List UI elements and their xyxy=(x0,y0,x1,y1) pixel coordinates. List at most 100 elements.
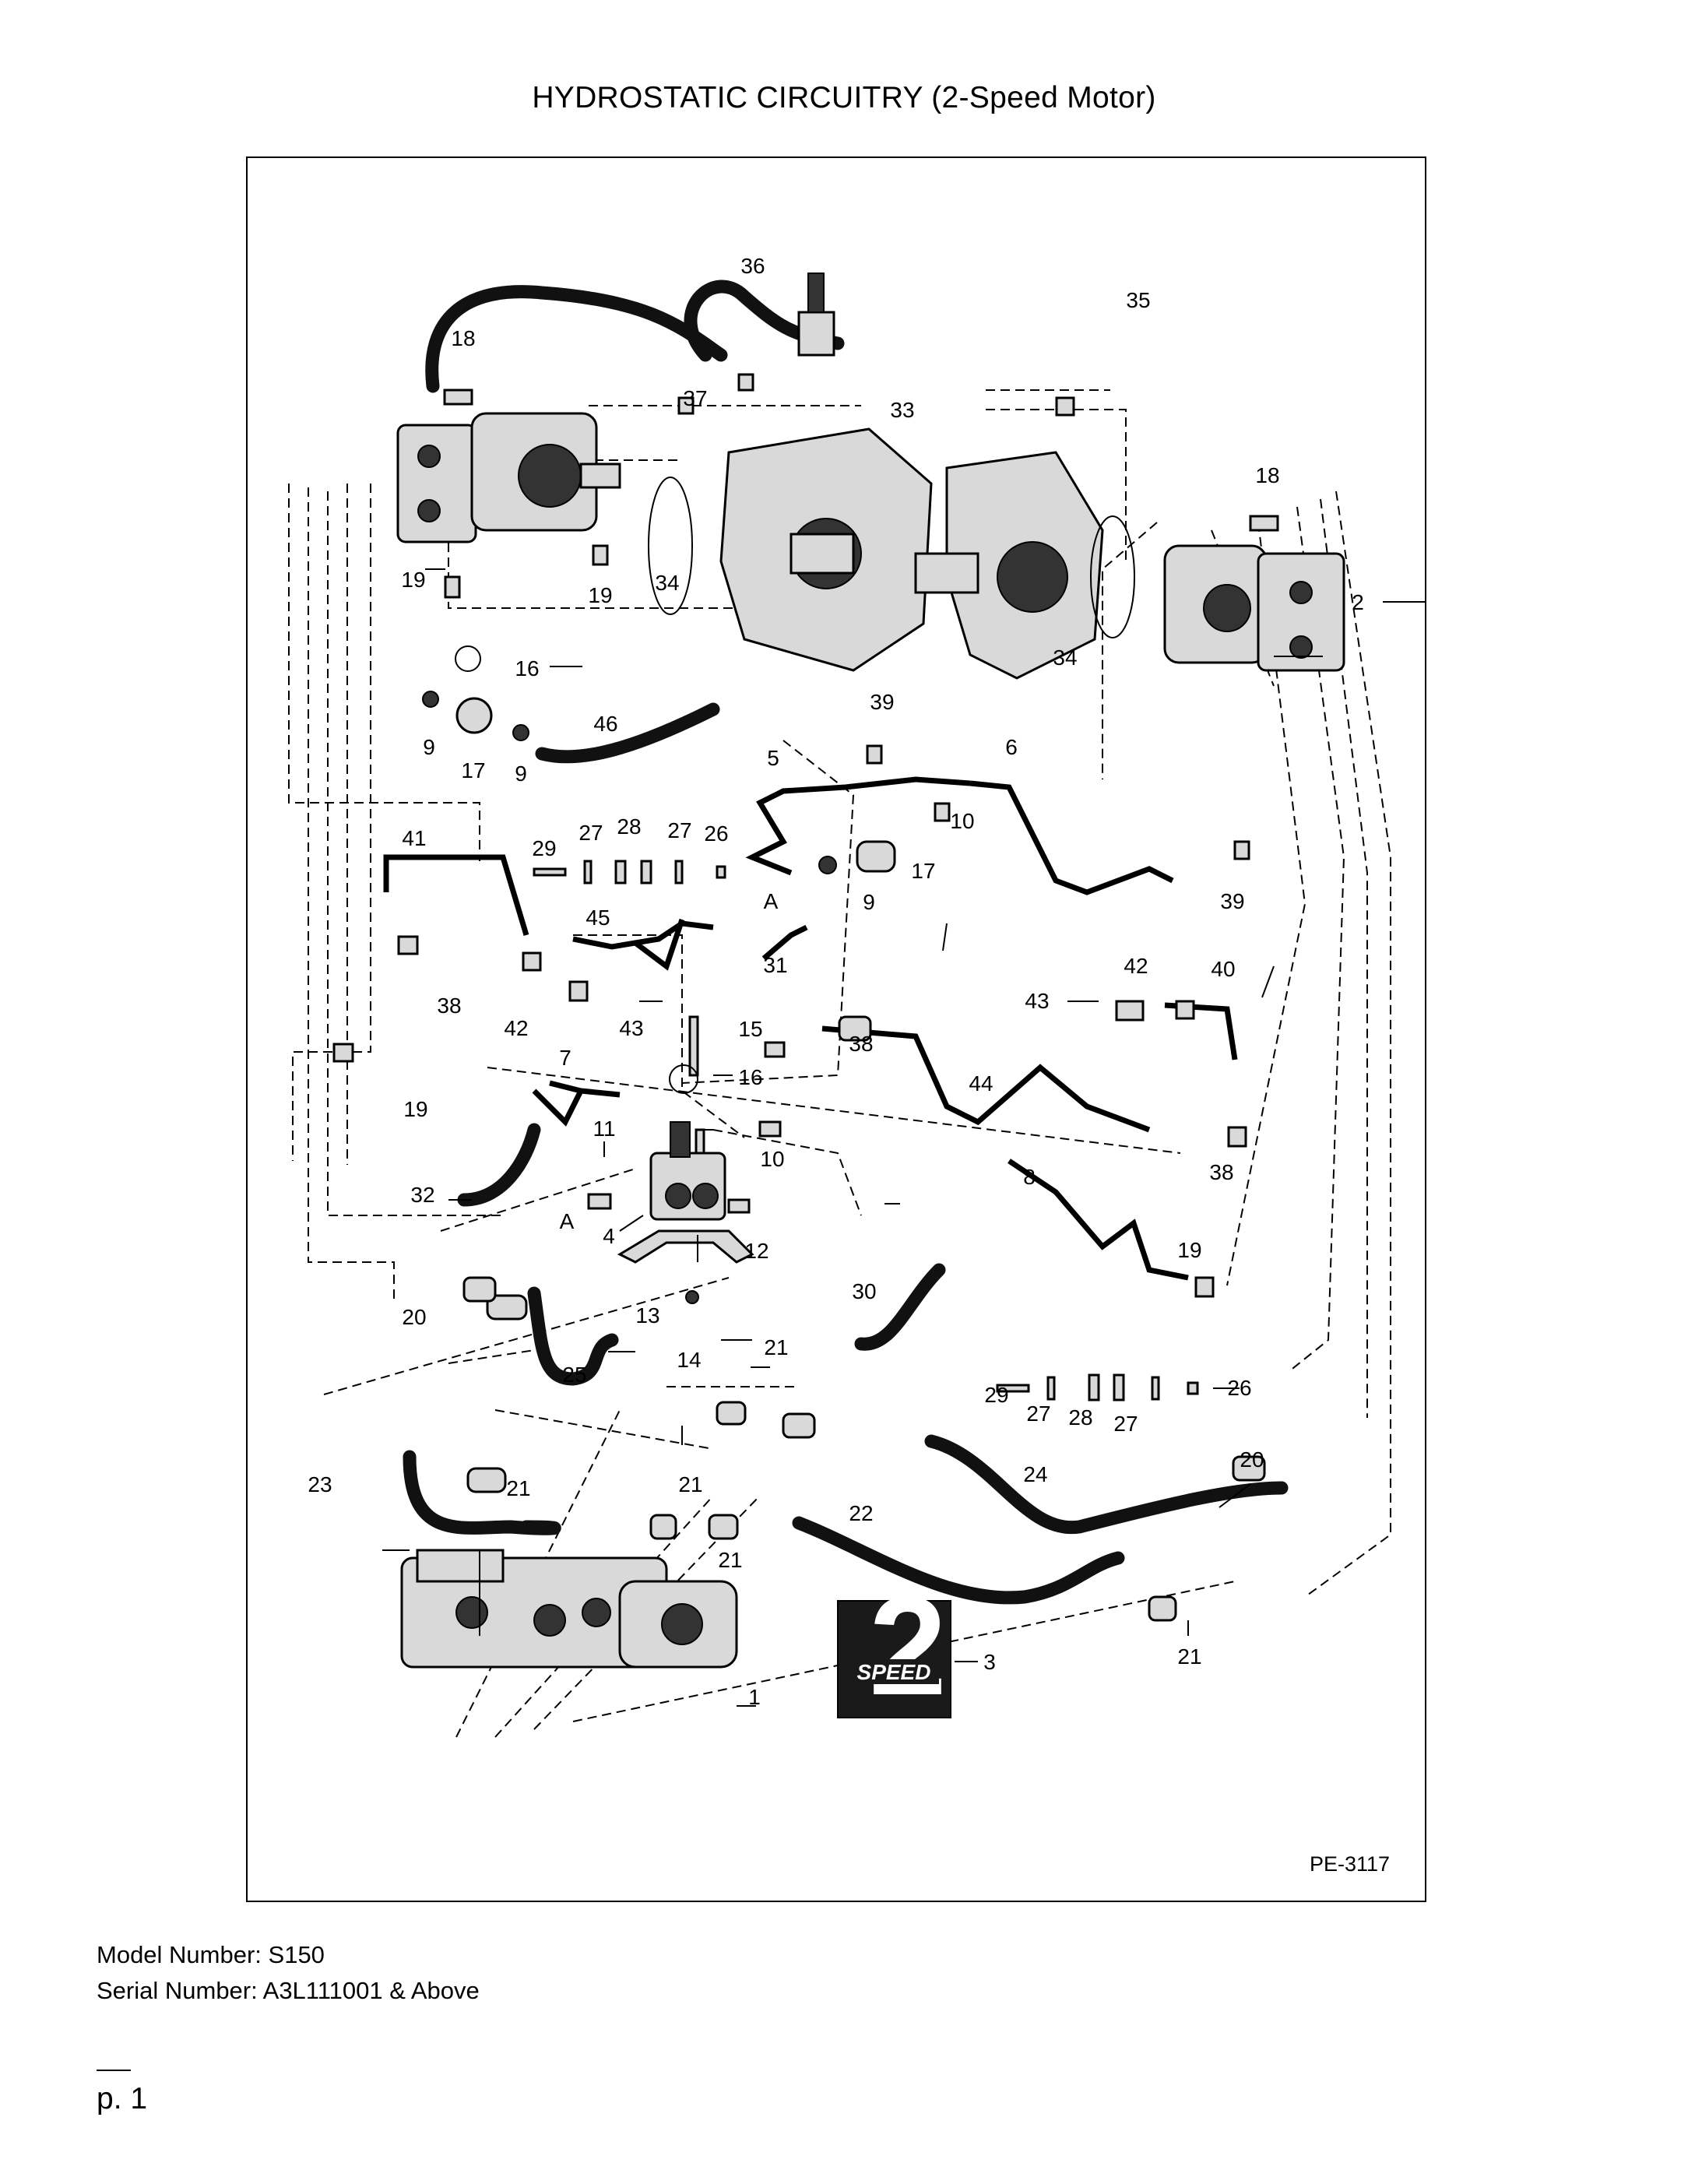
callout-20b: 20 xyxy=(1240,1447,1264,1472)
two-speed-decal-3: 2 SPEED xyxy=(837,1568,951,1725)
valve-block-4 xyxy=(649,1121,726,1221)
decal-digit: 2 xyxy=(869,1568,947,1725)
callout-34: 34 xyxy=(655,571,679,595)
callout-2: 2 xyxy=(1352,590,1364,614)
model-number: Model Number: S150 xyxy=(97,1941,325,1968)
callout-43b: 43 xyxy=(619,1016,643,1040)
tubes xyxy=(383,776,1238,1281)
callout-17: 17 xyxy=(461,758,485,783)
callout-33: 33 xyxy=(890,398,914,422)
callout-41: 41 xyxy=(402,826,426,850)
callout-10: 10 xyxy=(950,809,974,833)
callout-27: 27 xyxy=(578,821,603,845)
callout-28: 28 xyxy=(617,814,641,839)
callout-18: 18 xyxy=(451,326,475,350)
callout-29b: 29 xyxy=(984,1383,1008,1407)
callout-9c: 9 xyxy=(863,890,875,914)
callout-36: 36 xyxy=(740,254,765,278)
callout-9b: 9 xyxy=(515,761,527,786)
callout-8: 8 xyxy=(1023,1165,1036,1189)
callout-43: 43 xyxy=(1025,989,1049,1013)
callout-21b: 21 xyxy=(678,1472,702,1496)
callout-16: 16 xyxy=(515,656,539,681)
callout-29: 29 xyxy=(532,836,556,860)
hose-23 xyxy=(403,1450,561,1535)
callout-19b: 19 xyxy=(588,583,612,607)
page-number: p. 1 xyxy=(97,2082,148,2115)
callout-21c: 21 xyxy=(506,1476,530,1500)
callout-27c: 27 xyxy=(1026,1401,1050,1426)
callout-42b: 42 xyxy=(504,1016,528,1040)
callout-14: 14 xyxy=(677,1348,701,1372)
callout-38: 38 xyxy=(437,994,461,1018)
o-ring-34-right xyxy=(1090,515,1135,638)
callout-27d: 27 xyxy=(1113,1412,1138,1436)
callout-Ab: A xyxy=(560,1209,575,1233)
callout-10b: 10 xyxy=(760,1147,784,1171)
callout-23: 23 xyxy=(308,1472,332,1496)
fittings xyxy=(332,373,1279,1622)
callout-Aa: A xyxy=(764,889,779,913)
bracket-13 xyxy=(617,1229,754,1264)
callout-9: 9 xyxy=(423,735,435,759)
callout-1: 1 xyxy=(748,1685,761,1709)
hose-30 xyxy=(854,1263,946,1351)
callout-19: 19 xyxy=(401,568,425,592)
callout-39b: 39 xyxy=(1220,889,1244,913)
hose-25 xyxy=(527,1286,619,1386)
callout-46: 46 xyxy=(593,712,617,736)
hose-32 xyxy=(457,1123,541,1207)
callout-38b: 38 xyxy=(849,1032,873,1056)
callout-4: 4 xyxy=(603,1224,615,1248)
callout-17b: 17 xyxy=(911,859,935,883)
callout-38c: 38 xyxy=(1209,1160,1233,1184)
diagram-frame xyxy=(246,157,1426,1902)
callout-39: 39 xyxy=(870,690,894,714)
serial-number: Serial Number: A3L111001 & Above xyxy=(97,1977,480,2004)
hardware-lower xyxy=(996,1373,1199,1401)
callout-13: 13 xyxy=(635,1303,659,1328)
hose-24 xyxy=(924,1434,1289,1535)
hose-46 xyxy=(535,702,720,764)
connection-lines xyxy=(288,389,1391,1738)
callout-21e: 21 xyxy=(1177,1644,1201,1669)
figure-reference: PE-3117 xyxy=(1310,1852,1391,1876)
right-drive-motor xyxy=(1163,544,1345,672)
page-separator xyxy=(97,2070,131,2071)
callout-27b: 27 xyxy=(667,818,691,842)
callout-35: 35 xyxy=(1126,288,1150,312)
hydrostatic-pump-1 xyxy=(400,1549,738,1669)
hydrostatic-circuit-diagram: 2 SPEED xyxy=(288,254,1426,1738)
tube-31 xyxy=(761,924,808,961)
callout-30: 30 xyxy=(852,1279,876,1303)
callout-15: 15 xyxy=(738,1017,762,1041)
chain-case-housing-left xyxy=(719,427,933,672)
callout-22: 22 xyxy=(849,1501,873,1525)
chain-case-housing-right xyxy=(914,451,1104,680)
callout-24: 24 xyxy=(1023,1462,1047,1486)
left-drive-motor xyxy=(396,412,621,543)
callout-20: 20 xyxy=(402,1305,426,1329)
valve-35 xyxy=(797,273,835,357)
callout-labels: 36 18 37 33 35 18 2 19 19 34 34 16 46 39… xyxy=(308,254,1363,1709)
o-ring-34-left xyxy=(648,477,693,615)
callout-26: 26 xyxy=(704,821,728,846)
callout-44: 44 xyxy=(969,1071,993,1096)
hardware-upper xyxy=(533,860,726,885)
hose-36 xyxy=(425,285,728,393)
callout-19c: 19 xyxy=(403,1097,427,1121)
callout-12: 12 xyxy=(744,1239,768,1263)
callout-18b: 18 xyxy=(1255,463,1279,487)
callout-6: 6 xyxy=(1005,735,1018,759)
leader-lines xyxy=(382,568,1426,1707)
callout-16b: 16 xyxy=(738,1065,762,1089)
callout-31: 31 xyxy=(763,953,787,977)
callout-25: 25 xyxy=(562,1363,586,1387)
callout-5: 5 xyxy=(767,746,779,770)
callout-45: 45 xyxy=(586,906,610,930)
callout-7: 7 xyxy=(559,1046,571,1070)
hose-22 xyxy=(792,1516,1125,1605)
decal-text: SPEED xyxy=(857,1660,931,1684)
callout-19d: 19 xyxy=(1177,1238,1201,1262)
callout-3: 3 xyxy=(983,1650,996,1674)
